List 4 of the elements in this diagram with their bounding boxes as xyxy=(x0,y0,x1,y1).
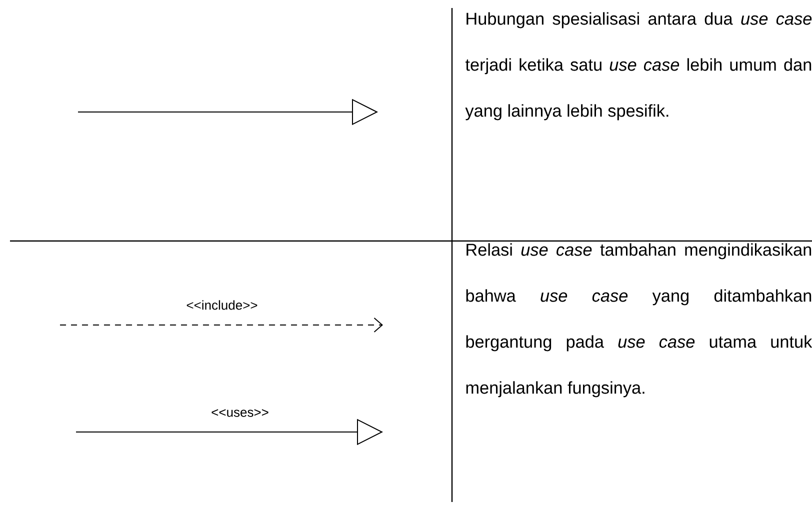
stereotype-label: <<uses>> xyxy=(212,409,268,417)
description-text: Hubungan spesialisasi antara dua use case terjadi ketika satu use case lebih umum dan yang lainnya lebih spesifik. xyxy=(465,12,812,120)
description-text: Relasi use case tambahan mengindikasikan bahwa use case yang ditambahkan bergantung pada use case utama untuk menjalankan fungsinya. xyxy=(466,243,812,398)
stereotype-label: <<include>> xyxy=(186,300,258,310)
